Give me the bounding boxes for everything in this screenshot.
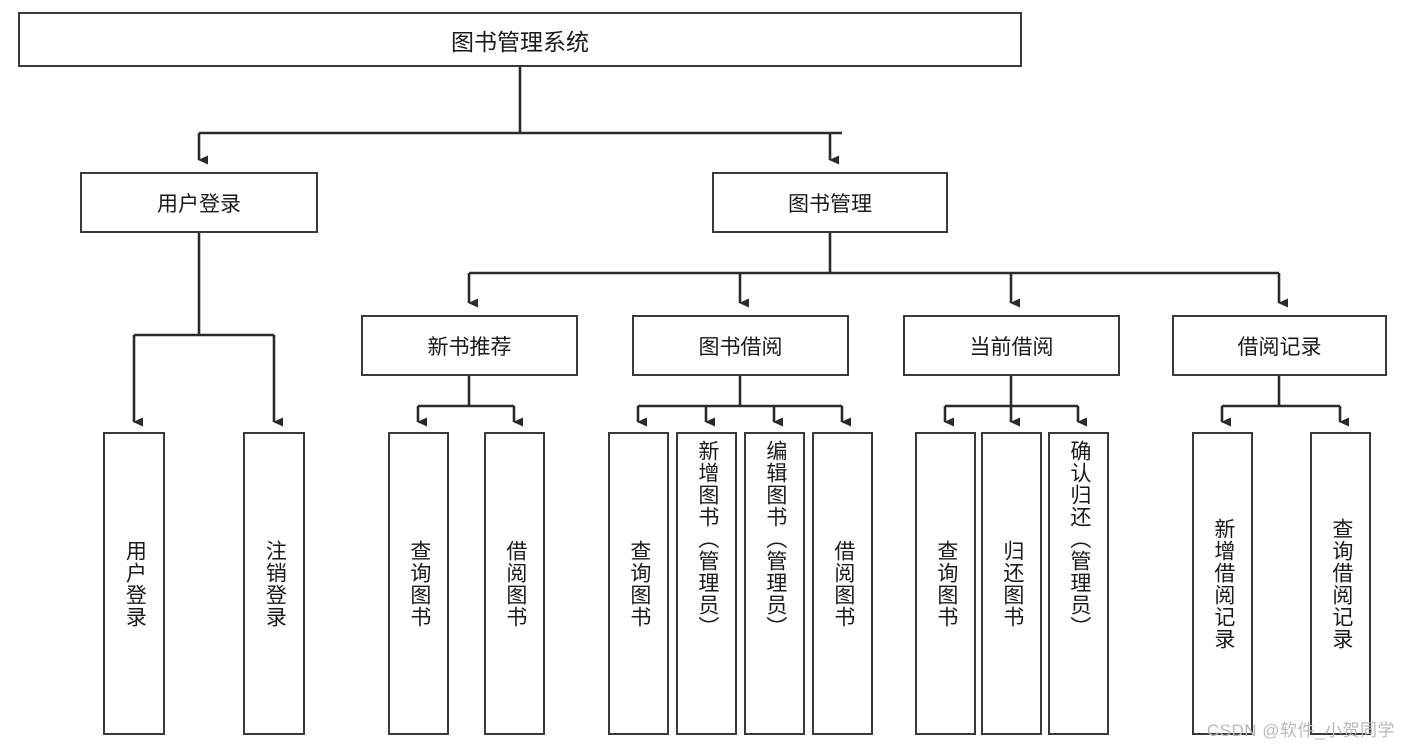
node-label: 新增图书（管理员） [695,440,719,638]
node-label: 借阅图书 [503,539,527,628]
node-current-borrow[interactable]: 当前借阅 [903,315,1120,376]
node-label: 查询图书 [934,539,958,628]
node-leaf-query-book-2[interactable]: 查询图书 [608,432,669,735]
node-book-management[interactable]: 图书管理 [712,172,948,233]
node-label: 归还图书 [1000,539,1024,628]
node-label: 查询借阅记录 [1329,517,1353,650]
node-label: 新增借阅记录 [1211,517,1235,650]
node-leaf-borrow-book-2[interactable]: 借阅图书 [812,432,873,735]
node-leaf-add-book[interactable]: 新增图书（管理员） [676,432,737,735]
node-label: 编辑图书（管理员） [763,440,787,638]
node-label: 用户登录 [157,192,241,216]
node-label: 查询图书 [407,539,431,628]
node-leaf-query-record[interactable]: 查询借阅记录 [1310,432,1371,735]
node-label: 确认归还（管理员） [1067,440,1091,638]
node-leaf-edit-book[interactable]: 编辑图书（管理员） [744,432,805,735]
node-borrow-record[interactable]: 借阅记录 [1172,315,1387,376]
node-leaf-confirm-return[interactable]: 确认归还（管理员） [1048,432,1109,735]
node-label: 借阅记录 [1237,335,1322,359]
node-leaf-query-book-3[interactable]: 查询图书 [915,432,976,735]
node-label: 图书借阅 [698,335,783,359]
csdn-watermark: CSDN @软件_小贺同学 [1206,721,1395,740]
node-label: 查询图书 [627,539,651,628]
node-new-book-recommend[interactable]: 新书推荐 [361,315,578,376]
node-book-borrow[interactable]: 图书借阅 [632,315,849,376]
node-leaf-query-book-1[interactable]: 查询图书 [388,432,449,735]
node-leaf-add-record[interactable]: 新增借阅记录 [1192,432,1253,735]
node-label: 注销登录 [263,539,287,628]
node-label: 借阅图书 [831,539,855,628]
node-leaf-logout[interactable]: 注销登录 [243,432,305,735]
node-user-login[interactable]: 用户登录 [80,172,318,233]
node-label: 当前借阅 [969,335,1054,359]
node-label: 图书管理 [788,192,872,216]
node-label: 新书推荐 [427,335,512,359]
node-label: 图书管理系统 [451,28,589,55]
node-leaf-user-login[interactable]: 用户登录 [103,432,165,735]
node-label: 用户登录 [123,539,147,628]
node-leaf-borrow-book-1[interactable]: 借阅图书 [484,432,545,735]
node-root-system[interactable]: 图书管理系统 [18,12,1022,67]
node-leaf-return-book[interactable]: 归还图书 [981,432,1042,735]
